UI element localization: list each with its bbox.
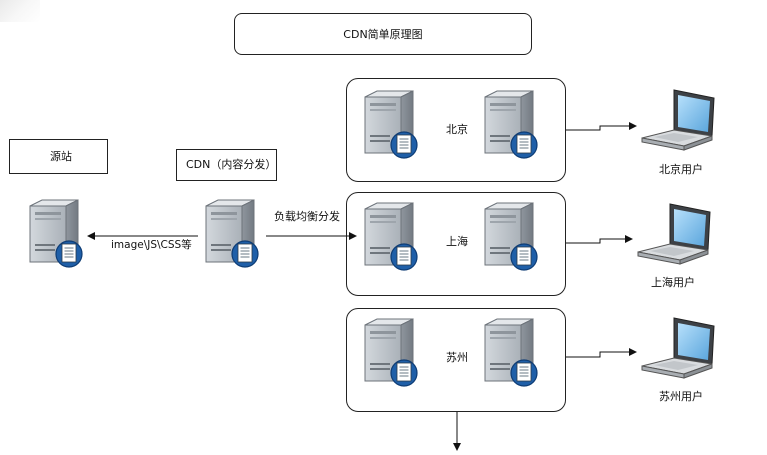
origin-label: 源站 bbox=[50, 150, 72, 163]
suzhou-to-user-arrow bbox=[566, 348, 637, 358]
origin-label-box: 源站 bbox=[9, 139, 108, 174]
beijing-to-user-arrow bbox=[566, 122, 637, 131]
laptop-icon bbox=[632, 202, 722, 272]
cdn-label-box: CDN（内容分发） bbox=[176, 149, 277, 181]
laptop-icon bbox=[636, 316, 726, 386]
shanghai-to-user-arrow bbox=[566, 235, 633, 244]
origin-edge-label: image\JS\CSS等 bbox=[111, 239, 192, 251]
region-name: 苏州 bbox=[446, 351, 468, 364]
cdn-label: CDN（内容分发） bbox=[186, 158, 277, 171]
corner-shadow bbox=[0, 0, 40, 22]
server-icon bbox=[477, 315, 541, 391]
load-balance-label: 负载均衡分发 bbox=[274, 210, 340, 223]
user-label-beijing: 北京用户 bbox=[659, 163, 703, 176]
server-icon bbox=[477, 199, 541, 275]
server-icon bbox=[198, 196, 262, 272]
server-icon bbox=[22, 196, 86, 272]
server-icon bbox=[357, 87, 421, 163]
server-icon bbox=[477, 87, 541, 163]
user-label-suzhou: 苏州用户 bbox=[659, 390, 703, 403]
laptop-icon bbox=[636, 88, 726, 158]
region-suzhou: 苏州 bbox=[346, 308, 566, 412]
diagram-title: CDN简单原理图 bbox=[234, 13, 532, 55]
region-name: 北京 bbox=[446, 123, 468, 136]
server-icon bbox=[357, 199, 421, 275]
region-shanghai: 上海 bbox=[346, 192, 566, 296]
server-icon bbox=[357, 315, 421, 391]
region-beijing: 北京 bbox=[346, 78, 566, 182]
user-label-shanghai: 上海用户 bbox=[651, 276, 695, 289]
region-name: 上海 bbox=[446, 235, 468, 248]
diagram-title-text: CDN简单原理图 bbox=[343, 28, 423, 41]
